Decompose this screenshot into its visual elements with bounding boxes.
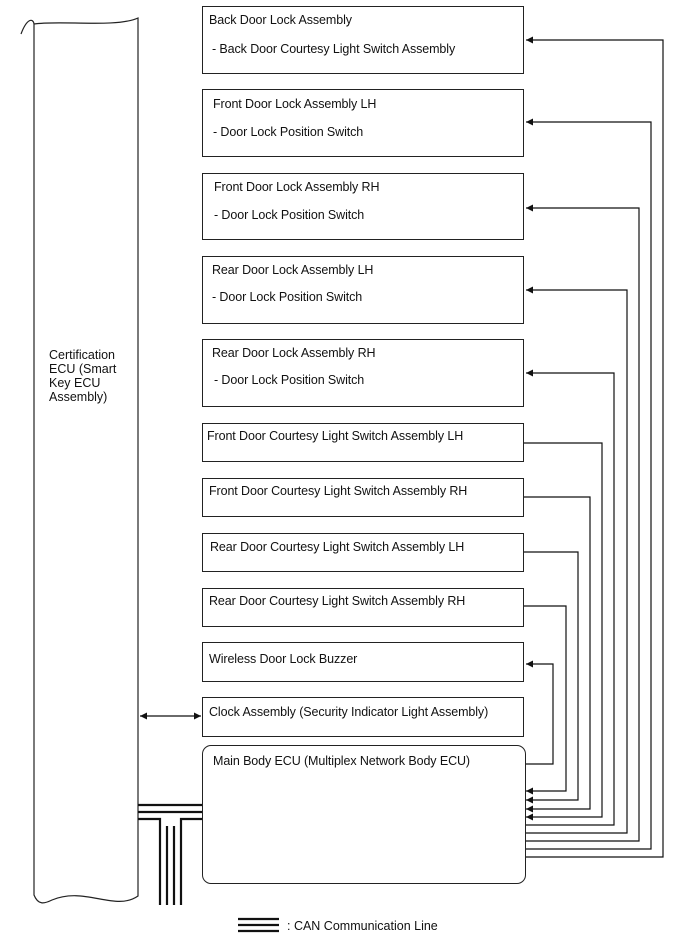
front-door-lock-rh-box: Front Door Lock Assembly RH - Door Lock … — [202, 173, 524, 240]
signal-lines — [524, 36, 664, 858]
component-subtitle: - Door Lock Position Switch — [214, 208, 365, 222]
ecu-label-line: Assembly) — [49, 390, 108, 404]
legend-can-symbol — [238, 917, 279, 933]
component-subtitle: - Door Lock Position Switch — [213, 125, 364, 139]
component-title: Wireless Door Lock Buzzer — [209, 652, 358, 666]
rear-door-lock-rh-box: Rear Door Lock Assembly RH - Door Lock P… — [202, 339, 524, 407]
component-subtitle: - Door Lock Position Switch — [214, 373, 365, 387]
component-title: Clock Assembly (Security Indicator Light… — [209, 705, 489, 719]
legend-label: : CAN Communication Line — [287, 919, 438, 933]
can-communication-line — [138, 803, 203, 905]
component-title: Rear Door Lock Assembly LH — [212, 263, 374, 277]
component-title: Rear Door Courtesy Light Switch Assembly… — [209, 594, 466, 608]
front-door-lock-lh-box: Front Door Lock Assembly LH - Door Lock … — [202, 89, 524, 157]
wireless-buzzer-box: Wireless Door Lock Buzzer — [202, 642, 524, 682]
component-title: Rear Door Lock Assembly RH — [212, 346, 376, 360]
rear-door-lock-lh-box: Rear Door Lock Assembly LH - Door Lock P… — [202, 256, 524, 324]
component-title: Back Door Lock Assembly — [209, 13, 352, 27]
component-title: Front Door Courtesy Light Switch Assembl… — [207, 429, 464, 443]
back-door-lock-box: Back Door Lock Assembly - Back Door Cour… — [202, 6, 524, 74]
ecu-label-line: Key ECU — [49, 376, 101, 390]
clock-assembly-box: Clock Assembly (Security Indicator Light… — [202, 697, 524, 737]
certification-ecu-outline — [20, 17, 139, 904]
ecu-label-line: Certification — [49, 348, 115, 362]
main-body-ecu-box: Main Body ECU (Multiplex Network Body EC… — [202, 745, 526, 884]
component-title: Front Door Lock Assembly LH — [213, 97, 377, 111]
component-subtitle: - Back Door Courtesy Light Switch Assemb… — [212, 42, 456, 56]
main-body-ecu-title: Main Body ECU (Multiplex Network Body EC… — [213, 754, 470, 768]
rear-courtesy-lh-box: Rear Door Courtesy Light Switch Assembly… — [202, 533, 524, 572]
rear-courtesy-rh-box: Rear Door Courtesy Light Switch Assembly… — [202, 588, 524, 627]
component-subtitle: - Door Lock Position Switch — [212, 290, 363, 304]
component-title: Rear Door Courtesy Light Switch Assembly… — [210, 540, 465, 554]
component-title: Front Door Courtesy Light Switch Assembl… — [209, 484, 468, 498]
ecu-label-line: ECU (Smart — [49, 362, 117, 376]
front-courtesy-lh-box: Front Door Courtesy Light Switch Assembl… — [202, 423, 524, 462]
certification-ecu-label: Certification ECU (Smart Key ECU Assembl… — [49, 348, 129, 404]
front-courtesy-rh-box: Front Door Courtesy Light Switch Assembl… — [202, 478, 524, 517]
component-title: Front Door Lock Assembly RH — [214, 180, 380, 194]
